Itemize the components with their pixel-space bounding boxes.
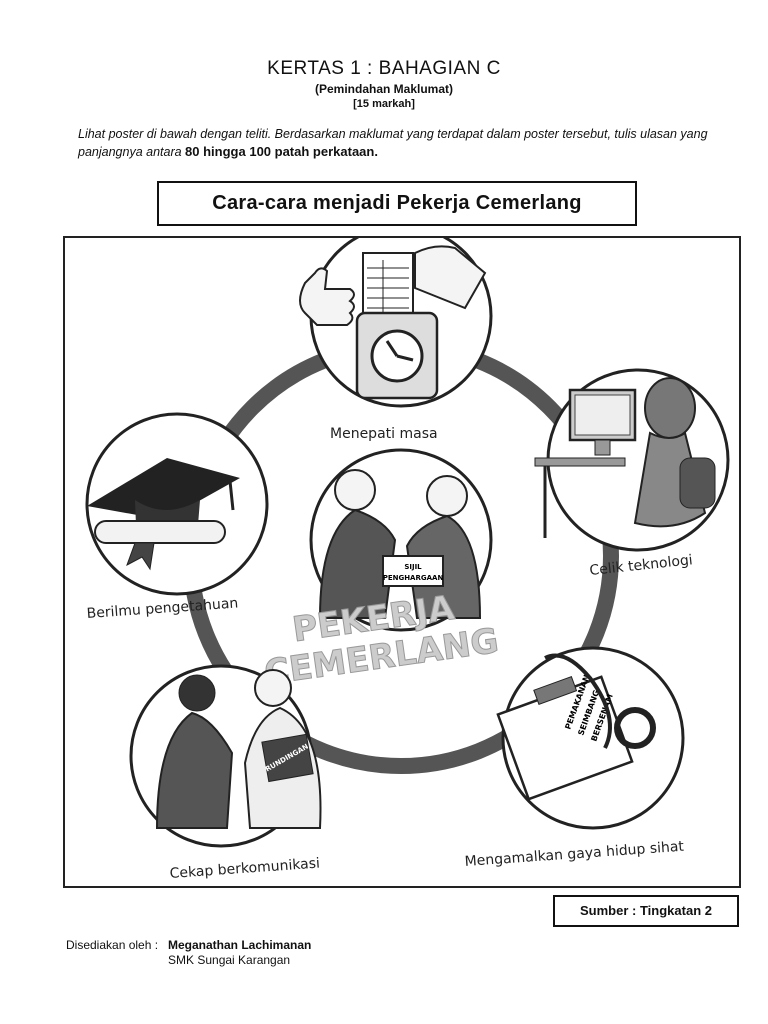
poster-illustration: SIJIL PENGHARGAAN PEKERJA CEMERLANG RUND… [85, 224, 730, 882]
certificate-line1: SIJIL [404, 563, 422, 571]
knowledge-illustration [85, 412, 269, 596]
source-box: Sumber : Tingkatan 2 [553, 895, 739, 927]
excellent-worker-illustration: SIJIL PENGHARGAAN [309, 448, 493, 632]
poster: SIJIL PENGHARGAAN PEKERJA CEMERLANG RUND… [63, 224, 741, 888]
technology-illustration [534, 368, 730, 552]
school-name: SMK Sungai Karangan [168, 953, 291, 967]
caption-punctuality: Menepati masa [330, 426, 438, 442]
marks-label: [15 markah] [353, 98, 415, 110]
certificate-line2: PENGHARGAAN [383, 574, 444, 582]
caption-knowledge: Berilmu pengetahuan [86, 595, 239, 622]
communication-illustration: RUNDINGAN [129, 664, 322, 848]
caption-healthy-lifestyle: Mengamalkan gaya hidup sihat [464, 839, 685, 870]
caption-communication: Cekap berkomunikasi [169, 856, 320, 882]
instruction: Lihat poster di bawah dengan teliti. Ber… [78, 125, 718, 161]
healthy-lifestyle-illustration: PEMAKANAN SEIMBANG BERSENAM [496, 646, 685, 830]
poster-title: Cara-cara menjadi Pekerja Cemerlang [157, 181, 637, 226]
punctuality-illustration [299, 224, 493, 408]
prepared-by-label: Disediakan oleh : [66, 938, 159, 952]
page-title: KERTAS 1 : BAHAGIAN C [267, 58, 501, 79]
page-subtitle: (Pemindahan Maklumat) [314, 82, 454, 96]
instruction-word-count: 80 hingga 100 patah perkataan. [185, 144, 378, 159]
author-name: Meganathan Lachimanan [168, 938, 312, 952]
instruction-text: Lihat poster di bawah dengan teliti. Ber… [78, 127, 708, 159]
